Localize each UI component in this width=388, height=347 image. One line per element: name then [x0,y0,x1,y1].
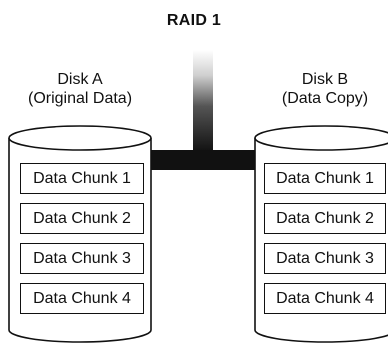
disk-b-chunk-2: Data Chunk 2 [264,203,386,234]
disk-b-chunk-1: Data Chunk 1 [264,163,386,194]
disk-a-chunk-1: Data Chunk 1 [20,163,144,194]
disk-b-chunk-4: Data Chunk 4 [264,283,386,314]
disk-b-role: (Data Copy) [281,90,369,107]
mirror-bus-line [148,150,260,170]
disk-a-name: Disk A [57,71,103,88]
disk-a-label: Disk A (Original Data) [5,70,155,108]
diagram-title: RAID 1 [166,12,222,29]
disk-a-role: (Original Data) [27,90,133,107]
disk-b-label: Disk B (Data Copy) [250,70,388,108]
disk-a-chunk-3: Data Chunk 3 [20,243,144,274]
controller-feed-line [193,50,213,152]
disk-a-chunk-2: Data Chunk 2 [20,203,144,234]
disk-a-chunk-4: Data Chunk 4 [20,283,144,314]
disk-b-chunk-3: Data Chunk 3 [264,243,386,274]
disk-b-name: Disk B [301,71,349,88]
